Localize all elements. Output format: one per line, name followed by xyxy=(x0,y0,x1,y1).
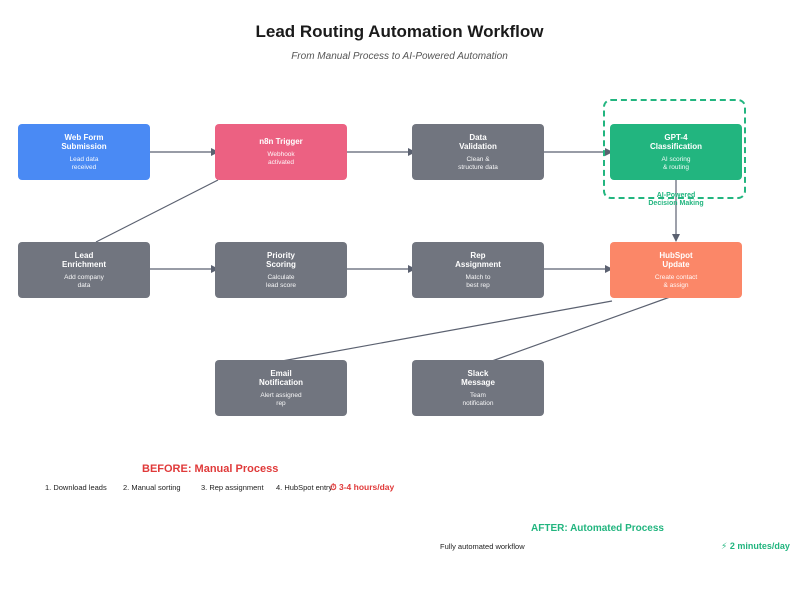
node-subtitle: Clean & structure data xyxy=(458,155,498,171)
edge-n8n-to-enrichment xyxy=(95,179,219,243)
node-title: Lead Enrichment xyxy=(61,250,106,269)
node-slack-message[interactable]: Slack Message Team notification xyxy=(412,360,544,416)
node-rep-assignment[interactable]: Rep Assignment Match to best rep xyxy=(412,242,544,298)
before-step: 1. Download leads xyxy=(45,483,107,492)
before-time-badge: ⏱ 3-4 hours/day xyxy=(330,482,395,492)
diagram-subtitle: From Manual Process to AI-Powered Automa… xyxy=(291,51,508,62)
node-subtitle: Match to best rep xyxy=(465,273,491,289)
before-step: 3. Rep assignment xyxy=(201,483,264,492)
node-title: n8n Trigger xyxy=(259,137,303,146)
node-subtitle: Lead data received xyxy=(69,155,99,171)
node-title: Slack Message xyxy=(461,368,495,387)
node-data-validation[interactable]: Data Validation Clean & structure data xyxy=(412,124,544,180)
ai-group-label: AI-Powered Decision Making xyxy=(648,192,704,207)
after-description: Fully automated workflow xyxy=(440,542,525,551)
node-gpt4-classification[interactable]: GPT-4 Classification AI scoring & routin… xyxy=(610,124,742,180)
node-lead-enrichment[interactable]: Lead Enrichment Add company data xyxy=(18,242,150,298)
edge-hubspot-to-email xyxy=(281,300,613,362)
node-title: Data Validation xyxy=(459,132,497,151)
node-n8n-trigger[interactable]: n8n Trigger Webhook activated xyxy=(215,124,347,180)
before-section-title: BEFORE: Manual Process xyxy=(142,463,279,475)
node-subtitle: Add company data xyxy=(64,273,104,289)
node-title: Priority Scoring xyxy=(266,250,296,269)
before-step: 4. HubSpot entry xyxy=(276,483,333,492)
node-subtitle: Team notification xyxy=(462,391,494,407)
node-title: Rep Assignment xyxy=(455,250,501,269)
node-title: Web Form Submission xyxy=(61,132,107,151)
diagram-title: Lead Routing Automation Workflow xyxy=(255,22,544,41)
node-subtitle: Create contact & assign xyxy=(654,273,698,289)
node-subtitle: Webhook activated xyxy=(267,151,295,166)
node-title: GPT-4 Classification xyxy=(649,132,702,151)
before-step: 2. Manual sorting xyxy=(123,483,181,492)
node-priority-scoring[interactable]: Priority Scoring Calculate lead score xyxy=(215,242,347,298)
after-time-badge: ⚡ 2 minutes/day xyxy=(721,541,790,551)
node-email-notification[interactable]: Email Notification Alert assigned rep xyxy=(215,360,347,416)
edge-hubspot-to-slack xyxy=(491,296,671,362)
node-hubspot-update[interactable]: HubSpot Update Create contact & assign xyxy=(610,242,742,298)
node-title: Email Notification xyxy=(259,368,303,387)
after-section-title: AFTER: Automated Process xyxy=(531,523,664,534)
node-subtitle: Calculate lead score xyxy=(266,273,296,289)
node-subtitle: Alert assigned rep xyxy=(260,391,302,407)
node-title: HubSpot Update xyxy=(659,250,693,269)
node-subtitle: AI scoring & routing xyxy=(661,155,691,171)
ai-group-frame xyxy=(603,99,746,199)
node-web-form-submission[interactable]: Web Form Submission Lead data received xyxy=(18,124,150,180)
